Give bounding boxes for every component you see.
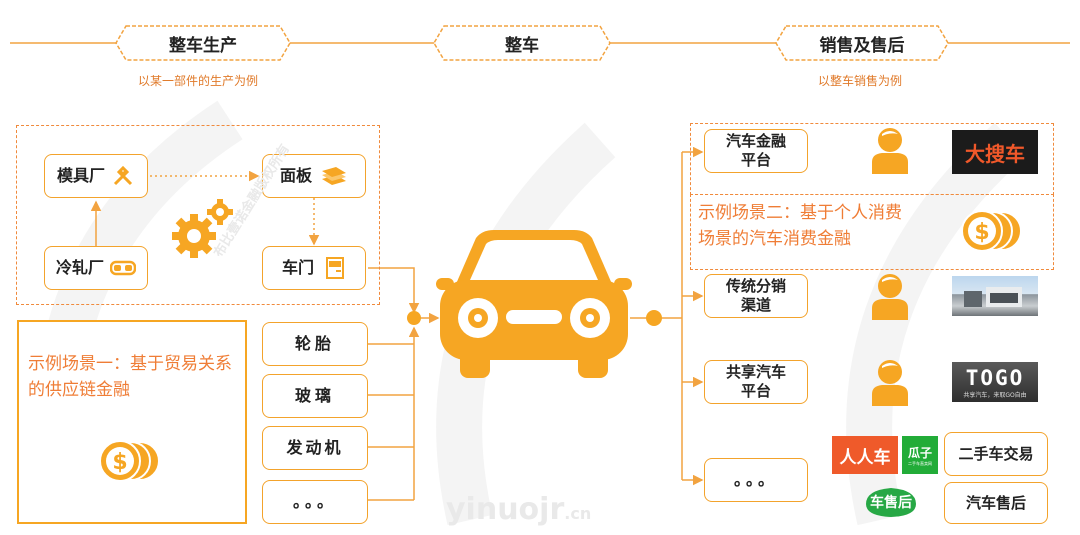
- traditional-dealer-photo: [952, 276, 1038, 316]
- part-tire-label: 轮胎: [294, 334, 335, 353]
- gears-icon: [172, 199, 233, 258]
- sales-more-label: 。。。: [733, 470, 778, 489]
- door-icon: [326, 257, 344, 279]
- guazi-logo: 瓜子 二手车直卖网: [902, 436, 938, 474]
- after-sales-box: 汽车售后: [944, 482, 1048, 524]
- guazi-logo-text: 瓜子: [907, 445, 932, 460]
- hammer-icon: [113, 165, 133, 186]
- togo-logo-text: TOGO: [965, 365, 1025, 390]
- header-right-title: 销售及售后: [819, 35, 905, 56]
- header-line: [10, 25, 1070, 61]
- traditional-channel-box: 传统分销渠道: [704, 274, 808, 318]
- scenario-two-dashed-region: [690, 194, 1054, 270]
- goggles-icon: [110, 260, 136, 276]
- used-car-label: 二手车交易: [958, 444, 1034, 463]
- scenario-one-text: 示例场景一：基于贸易关系的供应链金融: [28, 354, 232, 400]
- part-engine-box: 发动机: [262, 426, 368, 470]
- cold-rolling-box: 冷轧厂: [44, 246, 148, 290]
- car-sharing-label: 共享汽车平台: [725, 363, 786, 400]
- car-door-box: 车门: [262, 246, 366, 290]
- part-glass-box: 玻璃: [262, 374, 368, 418]
- svg-text:$: $: [974, 220, 989, 245]
- person-icon: [872, 128, 908, 174]
- part-glass-label: 玻璃: [294, 386, 335, 405]
- auto-finance-box: 汽车金融平台: [704, 129, 808, 173]
- guazi-logo-tagline: 二手车直卖网: [908, 460, 932, 466]
- dasouche-logo: 大搜车: [952, 130, 1038, 174]
- part-more-box: 。。。: [262, 480, 368, 524]
- cold-rolling-label: 冷轧厂: [55, 258, 104, 277]
- coins-icon: $: [961, 210, 1022, 252]
- part-tire-box: 轮胎: [262, 322, 368, 366]
- togo-logo-tagline: 共享汽车，来取GO自由: [963, 391, 1027, 399]
- coins-icon: $: [99, 440, 160, 482]
- production-dashed-region: [16, 125, 380, 305]
- after-sales-label: 汽车售后: [965, 493, 1026, 512]
- renrenche-logo: 人人车: [832, 436, 898, 474]
- chexiuhou-logo: 车售后: [862, 484, 920, 520]
- panel-box: 面板: [262, 154, 366, 198]
- panel-stack-icon: [322, 167, 346, 185]
- used-car-box: 二手车交易: [944, 432, 1048, 476]
- car-door-label: 车门: [281, 258, 314, 277]
- part-engine-label: 发动机: [286, 438, 344, 457]
- watermark-brand: yinuojr.cn: [446, 492, 591, 527]
- header-left-title: 整车生产: [169, 35, 237, 56]
- mold-factory-label: 模具厂: [56, 166, 105, 185]
- auto-finance-label: 汽车金融平台: [725, 132, 786, 169]
- part-more-label: 。。。: [292, 492, 337, 511]
- chexiuhou-logo-badge: [866, 488, 916, 517]
- car-icon: [436, 230, 632, 378]
- chexiuhou-logo-text: 车售后: [870, 495, 912, 511]
- scenario-two-text: 示例场景二：基于个人消费场景的汽车消费金融: [698, 203, 902, 249]
- watermark-brand-text: yinuojr: [446, 492, 565, 527]
- header-right-subtitle: 以整车销售为例: [818, 74, 903, 88]
- mold-factory-box: 模具厂: [44, 154, 148, 198]
- renrenche-logo-text: 人人车: [839, 447, 891, 468]
- togo-logo: TOGO 共享汽车，来取GO自由: [952, 362, 1038, 402]
- sales-more-box: 。。。: [704, 458, 808, 502]
- dasouche-logo-text: 大搜车: [965, 141, 1025, 166]
- person-icon: [872, 274, 908, 320]
- dealer-building-icon: [964, 287, 1022, 307]
- scenario-one-panel: [17, 320, 247, 524]
- svg-text:$: $: [112, 450, 127, 475]
- traditional-channel-label: 传统分销渠道: [725, 277, 786, 314]
- person-icon: [872, 360, 908, 406]
- header-left-subtitle: 以某一部件的生产为例: [138, 74, 259, 88]
- car-sharing-box: 共享汽车平台: [704, 360, 808, 404]
- watermark-brand-suffix: .cn: [564, 504, 592, 523]
- header-center-title: 整车: [505, 35, 539, 56]
- panel-label: 面板: [279, 166, 312, 185]
